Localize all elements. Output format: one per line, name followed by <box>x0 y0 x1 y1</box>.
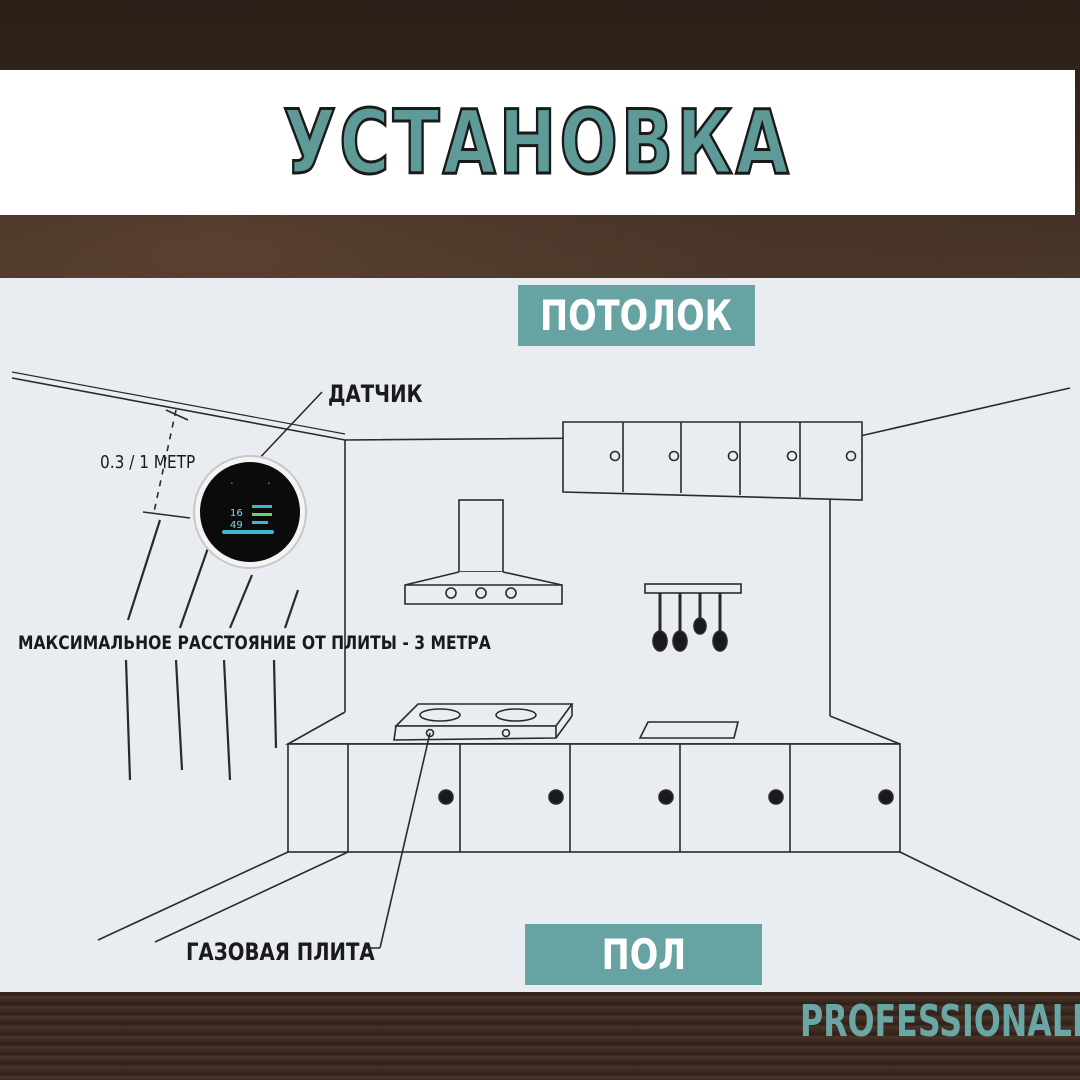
gas-stove-label: ГАЗОВАЯ ПЛИТА <box>186 938 375 966</box>
lower-cabinets <box>287 743 901 853</box>
title-banner <box>0 70 1075 215</box>
max-distance-label: МАКСИМАЛЬНОЕ РАССТОЯНИЕ ОТ ПЛИТЫ - 3 МЕТ… <box>18 632 491 654</box>
sensor-pointer <box>253 391 323 465</box>
page-title: УСТАНОВКА <box>282 90 792 196</box>
sensor-reading-top: 16 <box>230 508 243 519</box>
ceiling-distance-label: 0.3 / 1 МЕТР <box>100 452 196 473</box>
brand-logo: PROFESSIONALL <box>800 996 1080 1047</box>
gas-sensor-device: • • <box>193 455 307 569</box>
svg-text:•: • <box>231 481 233 487</box>
illustration-panel <box>0 278 1080 992</box>
sink <box>638 721 740 739</box>
floor-label: ПОЛ <box>525 924 762 985</box>
gas-dispersion-lines <box>124 519 300 781</box>
gas-stove <box>393 703 574 741</box>
sensor-reading-bottom: 49 <box>230 520 243 531</box>
utensil-rack <box>644 583 742 652</box>
range-hood <box>404 499 563 605</box>
floor-line-left <box>97 851 289 941</box>
ceiling-line <box>11 377 1071 441</box>
svg-text:•: • <box>268 481 270 487</box>
floor-line-right <box>899 851 1080 941</box>
kitchen-illustration: • • 16 49 <box>11 371 1080 949</box>
wood-background-bottom <box>0 990 1080 1080</box>
upper-cabinets <box>562 421 863 501</box>
sensor-label: ДАТЧИК <box>328 380 423 408</box>
ceiling-label: ПОТОЛОК <box>518 285 755 346</box>
countertop <box>284 711 901 745</box>
distance-dimension <box>153 409 177 513</box>
